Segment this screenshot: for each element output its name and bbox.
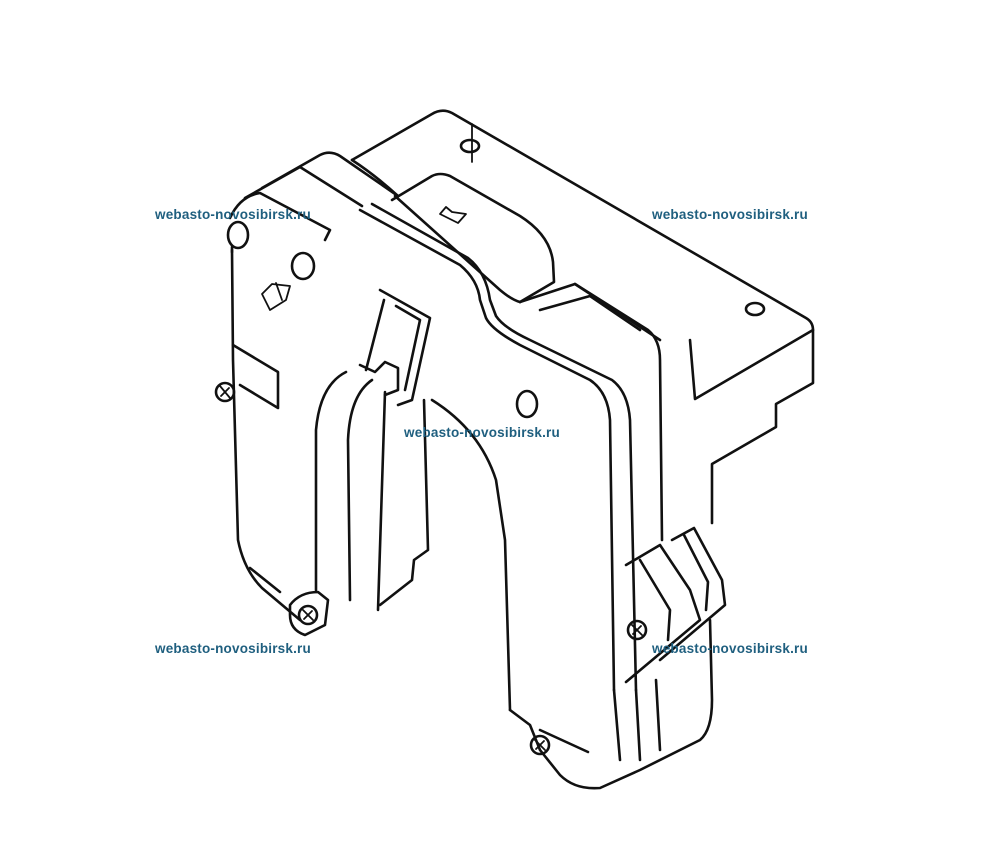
latch-bracket [314,288,512,712]
lower-left-screw [248,566,330,637]
mounting-plate [350,109,815,525]
center-ridge [350,158,556,304]
right-ribs [518,282,664,542]
right-lower-body [508,618,714,790]
watermark-text-3: webasto-novosibirsk.ru [404,425,560,440]
left-hinge-block [226,151,400,254]
watermark-text-1: webasto-novosibirsk.ru [155,207,311,222]
main-body-left [230,202,638,692]
left-side-tab [214,343,280,410]
watermark-text-5: webasto-novosibirsk.ru [652,641,808,656]
watermark-text-4: webasto-novosibirsk.ru [155,641,311,656]
watermark-text-2: webasto-novosibirsk.ru [652,207,808,222]
right-clips [624,526,727,684]
